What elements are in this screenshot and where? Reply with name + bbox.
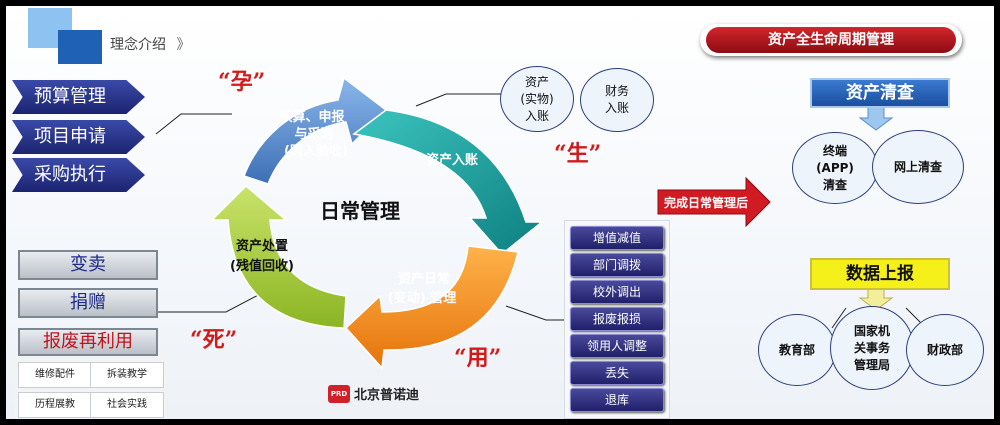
company-logo: PRD 北京普诺迪 bbox=[328, 384, 419, 403]
segment-label-daily: 资产日常 (变动) 管理 bbox=[388, 271, 456, 306]
cycle-diagram: 预算、申报 与采购 (购入验收) 资产入账 资产日常 (变动) 管理 资产处置 … bbox=[155, 76, 927, 370]
bubble-line: 入账 bbox=[524, 108, 549, 123]
step-procurement: 采购执行 bbox=[12, 158, 145, 192]
step-label: 预算管理 bbox=[34, 86, 106, 107]
bubble-line: 入账 bbox=[604, 101, 629, 115]
bubble-asset-entry: 资产 (实物) 入账 bbox=[500, 66, 574, 132]
inventory-down-arrow bbox=[858, 105, 894, 131]
logo-text: 北京普诺迪 bbox=[354, 388, 420, 403]
segment-label-daily-2: (变动) 管理 bbox=[388, 290, 456, 306]
cycle-segment-disposal bbox=[210, 184, 347, 329]
reuse-exhibition: 历程展教 bbox=[18, 392, 92, 418]
connector-steps bbox=[155, 113, 232, 135]
bubble-line: 财务 bbox=[604, 84, 629, 98]
bubble-line: 教育部 bbox=[778, 342, 815, 357]
action-department-transfer: 部门调拨 bbox=[570, 253, 664, 277]
bubble-line: 终端 bbox=[822, 143, 847, 158]
action-value-change: 增值减值 bbox=[570, 226, 664, 250]
report-government-offices: 国家机关事务管理局 bbox=[830, 306, 914, 390]
inventory-title-box: 资产清查 bbox=[810, 78, 950, 108]
section-title-arrow: 》 bbox=[176, 37, 191, 53]
section-title-text: 理念介绍 bbox=[110, 37, 166, 53]
report-finance-ministry: 财政部 bbox=[906, 314, 984, 386]
inventory-online: 网上清查 bbox=[872, 130, 964, 204]
lifecycle-banner-fill: 资产全生命周期管理 bbox=[706, 27, 956, 53]
bubble-line: 清查 bbox=[822, 177, 847, 192]
segment-label-disposal-2: (残值回收) bbox=[230, 258, 294, 274]
step-label: 项目申请 bbox=[34, 126, 106, 147]
disposal-sell-label: 变卖 bbox=[70, 254, 106, 275]
reuse-social-practice: 社会实践 bbox=[90, 392, 164, 418]
bubble-line: 管理局 bbox=[853, 357, 890, 372]
inventory-title: 资产清查 bbox=[846, 83, 914, 103]
stage-label-sheng: “生” bbox=[554, 141, 602, 167]
action-lost: 丢失 bbox=[570, 361, 664, 385]
stage-label-yun: “孕” bbox=[218, 69, 266, 95]
transition-arrow-shape bbox=[657, 176, 771, 228]
step-label: 采购执行 bbox=[34, 164, 106, 185]
bubble-line: (APP) bbox=[816, 160, 854, 175]
section-title: 理念介绍 》 bbox=[110, 34, 190, 54]
cycle-segment-entry bbox=[352, 109, 545, 256]
segment-label-entry: 资产入账 bbox=[426, 152, 478, 168]
report-education-ministry: 教育部 bbox=[758, 314, 836, 386]
bubble-finance-entry: 财务入账 bbox=[580, 68, 654, 132]
disposal-reuse-label: 报废再利用 bbox=[43, 331, 133, 352]
segment-label-procurement-2: 与采购 bbox=[294, 126, 333, 142]
header-square-dark bbox=[58, 30, 102, 64]
connector-disposal bbox=[158, 291, 265, 313]
connector-entry bbox=[415, 93, 502, 107]
bubble-line: (实物) bbox=[520, 91, 554, 106]
logo-mark: PRD bbox=[328, 384, 350, 403]
segment-label-daily-1: 资产日常 bbox=[398, 271, 450, 287]
stage-label-si: “死” bbox=[190, 327, 238, 353]
cycle-center-label: 日常管理 bbox=[320, 199, 400, 223]
bubble-line: 资产 bbox=[524, 74, 549, 89]
lifecycle-banner-text: 资产全生命周期管理 bbox=[768, 32, 894, 48]
step-project-application: 项目申请 bbox=[12, 120, 145, 154]
action-return: 退库 bbox=[570, 388, 664, 412]
segment-label-disposal-1: 资产处置 bbox=[236, 238, 288, 254]
reporting-title-box: 数据上报 bbox=[810, 258, 950, 290]
disposal-donate-label: 捐赠 bbox=[70, 292, 106, 313]
bubble-line: 财政部 bbox=[926, 342, 963, 357]
connector-report-1 bbox=[831, 307, 847, 329]
disposal-sell: 变卖 bbox=[18, 250, 158, 280]
transition-arrow-label: 完成日常管理后 bbox=[664, 195, 748, 210]
stage-label-yong: “用” bbox=[454, 345, 502, 371]
reuse-teaching: 拆装教学 bbox=[90, 362, 164, 388]
segment-label-procurement: 预算、申报 与采购 (购入验收) bbox=[279, 109, 347, 159]
reporting-title: 数据上报 bbox=[846, 264, 914, 284]
bubble-line: 国家机 bbox=[853, 323, 890, 338]
action-external-transfer: 校外调出 bbox=[570, 280, 664, 304]
reuse-repair-parts: 维修配件 bbox=[18, 362, 92, 388]
connector-actions bbox=[505, 305, 568, 321]
segment-label-disposal: 资产处置 (残值回收) bbox=[230, 238, 294, 274]
bubble-line: 网上清查 bbox=[893, 159, 942, 174]
action-scrap-loss: 报废报损 bbox=[570, 307, 664, 331]
diagram-canvas: 理念介绍 》 资产全生命周期管理 预算管理 项目申请 采购执行 bbox=[6, 6, 994, 419]
segment-label-procurement-3: (购入验收) bbox=[284, 143, 348, 159]
disposal-donate: 捐赠 bbox=[18, 288, 158, 318]
action-user-adjust: 领用人调整 bbox=[570, 334, 664, 358]
step-budget-management: 预算管理 bbox=[12, 80, 145, 114]
bubble-line: 关事务 bbox=[853, 340, 890, 355]
segment-label-procurement-1: 预算、申报 bbox=[279, 109, 345, 125]
cycle-segment-daily bbox=[344, 245, 519, 370]
inventory-app: 终端 (APP) 清查 bbox=[792, 132, 878, 204]
disposal-reuse: 报废再利用 bbox=[18, 328, 158, 356]
